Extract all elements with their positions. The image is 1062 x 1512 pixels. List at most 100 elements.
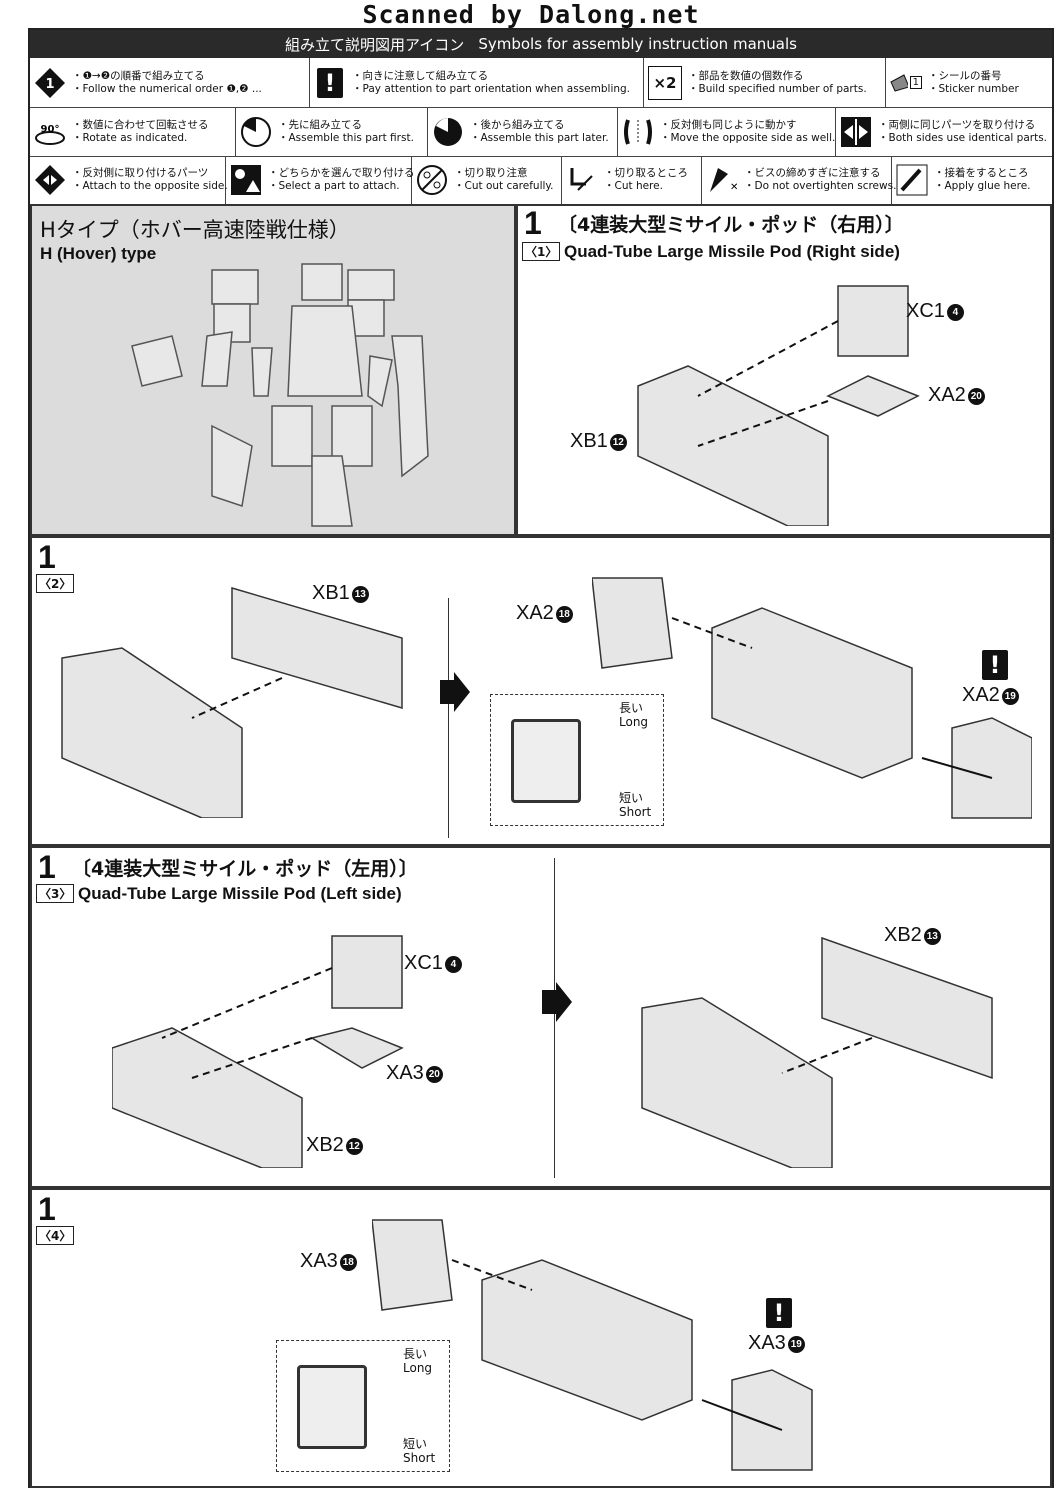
legend-en: ・Follow the numerical order ❶,❷ ...	[72, 82, 262, 95]
legend-jp: ・部品を数値の個数作る	[688, 69, 804, 82]
assemble-first-icon	[240, 116, 272, 148]
legend-en: ・Sticker number	[928, 82, 1019, 95]
legend-item-cut-here: ・切り取るところ・Cut here.	[562, 156, 702, 204]
select-part-icon	[230, 164, 262, 196]
step-number: 1	[38, 1191, 56, 1227]
legend-item-build-multiple: ×2 ・部品を数値の個数作る・Build specified number of…	[644, 58, 886, 107]
legend-item-cut-carefully: ・切り取り注意・Cut out carefully.	[412, 156, 562, 204]
legend-item-assemble-later: ・後から組み立てる・Assemble this part later.	[428, 107, 618, 156]
legend-jp: ・どちらかを選んで取り付ける	[268, 167, 415, 179]
symbol-legend: 1 ・❶→❷の順番で組み立てる・Follow the numerical ord…	[30, 58, 1052, 204]
legend-title-bar: 組み立て説明図用アイコン Symbols for assembly instru…	[30, 30, 1052, 58]
svg-text:1: 1	[45, 77, 54, 92]
step-1-2-left-illustration	[61, 586, 403, 818]
both-sides-icon	[840, 116, 872, 148]
legend-jp: ・ビスの締めすぎに注意する	[744, 167, 881, 179]
warn-glyph: !	[317, 67, 343, 98]
step-title-jp: 〔4連装大型ミサイル・ポッド（右用）〕	[558, 214, 904, 236]
orientation-part-diagram	[297, 1365, 367, 1449]
legend-item-both-sides: ・両側に同じパーツを取り付ける・Both sides use identical…	[836, 107, 1052, 156]
svg-text:✕: ✕	[730, 182, 738, 193]
legend-en: ・Move the opposite side as well.	[660, 131, 836, 144]
sticker-number-icon: 1	[890, 67, 922, 99]
build-multiple-icon: ×2	[648, 65, 682, 100]
step-1-3-panel: 1 〈3〉 〔4連装大型ミサイル・ポッド（左用）〕 Quad-Tube Larg…	[30, 846, 1052, 1188]
legend-row-3: ・反対側に取り付けるパーツ・Attach to the opposite sid…	[30, 156, 1052, 204]
legend-en: ・Cut out carefully.	[454, 180, 554, 192]
warn-glyph: !	[766, 1298, 792, 1328]
opposite-side-move-icon	[622, 116, 654, 148]
htype-title-en: H (Hover) type	[40, 244, 157, 263]
legend-item-assemble-first: ・先に組み立てる・Assemble this part first.	[236, 107, 428, 156]
glue-icon	[896, 164, 928, 196]
legend-jp: ・切り取るところ	[604, 167, 688, 179]
warn-glyph: !	[982, 650, 1008, 680]
substep-label: 〈3〉	[36, 884, 75, 903]
legend-jp: ・反対側も同じように動かす	[660, 118, 797, 131]
scan-watermark: Scanned by Dalong.net	[362, 0, 700, 29]
step-1-1-illustration	[637, 285, 920, 526]
next-arrow-icon	[542, 982, 572, 1022]
step-title-en: Quad-Tube Large Missile Pod (Right side)	[564, 242, 900, 261]
substep-label: 〈1〉	[522, 242, 561, 261]
step-number: 1	[38, 849, 56, 885]
assemble-later-icon	[432, 116, 464, 148]
step-1-1-panel: 1 〈1〉 〔4連装大型ミサイル・ポッド（右用）〕 Quad-Tube Larg…	[516, 204, 1052, 536]
step-title-jp: 〔4連装大型ミサイル・ポッド（左用）〕	[72, 858, 418, 880]
legend-en: ・Attach to the opposite side.	[72, 180, 228, 192]
legend-item-numerical-order: 1 ・❶→❷の順番で組み立てる・Follow the numerical ord…	[30, 58, 310, 107]
rotate-value: 90°	[41, 124, 60, 135]
legend-jp: ・両側に同じパーツを取り付ける	[878, 118, 1036, 131]
cut-here-icon	[566, 164, 598, 196]
sticker-box: 1	[909, 76, 922, 89]
legend-en: ・Do not overtighten screws.	[744, 180, 897, 192]
step-1-3-right-illustration	[641, 936, 993, 1168]
legend-jp: ・シールの番号	[928, 69, 1002, 82]
legend-en: ・Cut here.	[604, 180, 663, 192]
legend-jp: ・接着をするところ	[934, 167, 1029, 179]
legend-en: ・Build specified number of parts.	[688, 82, 867, 95]
legend-jp: ・後から組み立てる	[470, 118, 565, 131]
legend-item-opposite-move: ・反対側も同じように動かす・Move the opposite side as …	[618, 107, 836, 156]
cut-carefully-icon	[416, 164, 448, 196]
step-1-3-left-illustration	[112, 935, 404, 1168]
legend-item-sticker: 1 ・シールの番号・Sticker number	[886, 58, 1052, 107]
step-number: 1	[38, 539, 56, 575]
legend-item-select-part: ・どちらかを選んで取り付ける・Select a part to attach.	[226, 156, 415, 204]
legend-jp: ・先に組み立てる	[278, 118, 362, 131]
step-number: 1	[524, 205, 542, 241]
legend-item-attention: ! ・向きに注意して組み立てる・Pay attention to part or…	[310, 58, 644, 107]
step-1-2-right-illustration	[592, 577, 1032, 819]
legend-title-jp: 組み立て説明図用アイコン	[285, 35, 465, 54]
orientation-part-diagram	[511, 719, 581, 803]
legend-title-en: Symbols for assembly instruction manuals	[478, 35, 797, 53]
step-1-4-illustration	[372, 1219, 813, 1471]
legend-en: ・Pay attention to part orientation when …	[352, 82, 631, 95]
rotate-icon: 90°	[34, 116, 66, 148]
legend-en: ・Apply glue here.	[934, 180, 1031, 192]
attach-opposite-icon	[34, 164, 66, 196]
step-divider	[554, 858, 555, 1178]
legend-jp: ・❶→❷の順番で組み立てる	[72, 69, 205, 82]
attention-icon: !	[314, 67, 346, 99]
attention-icon: !	[982, 650, 1008, 680]
